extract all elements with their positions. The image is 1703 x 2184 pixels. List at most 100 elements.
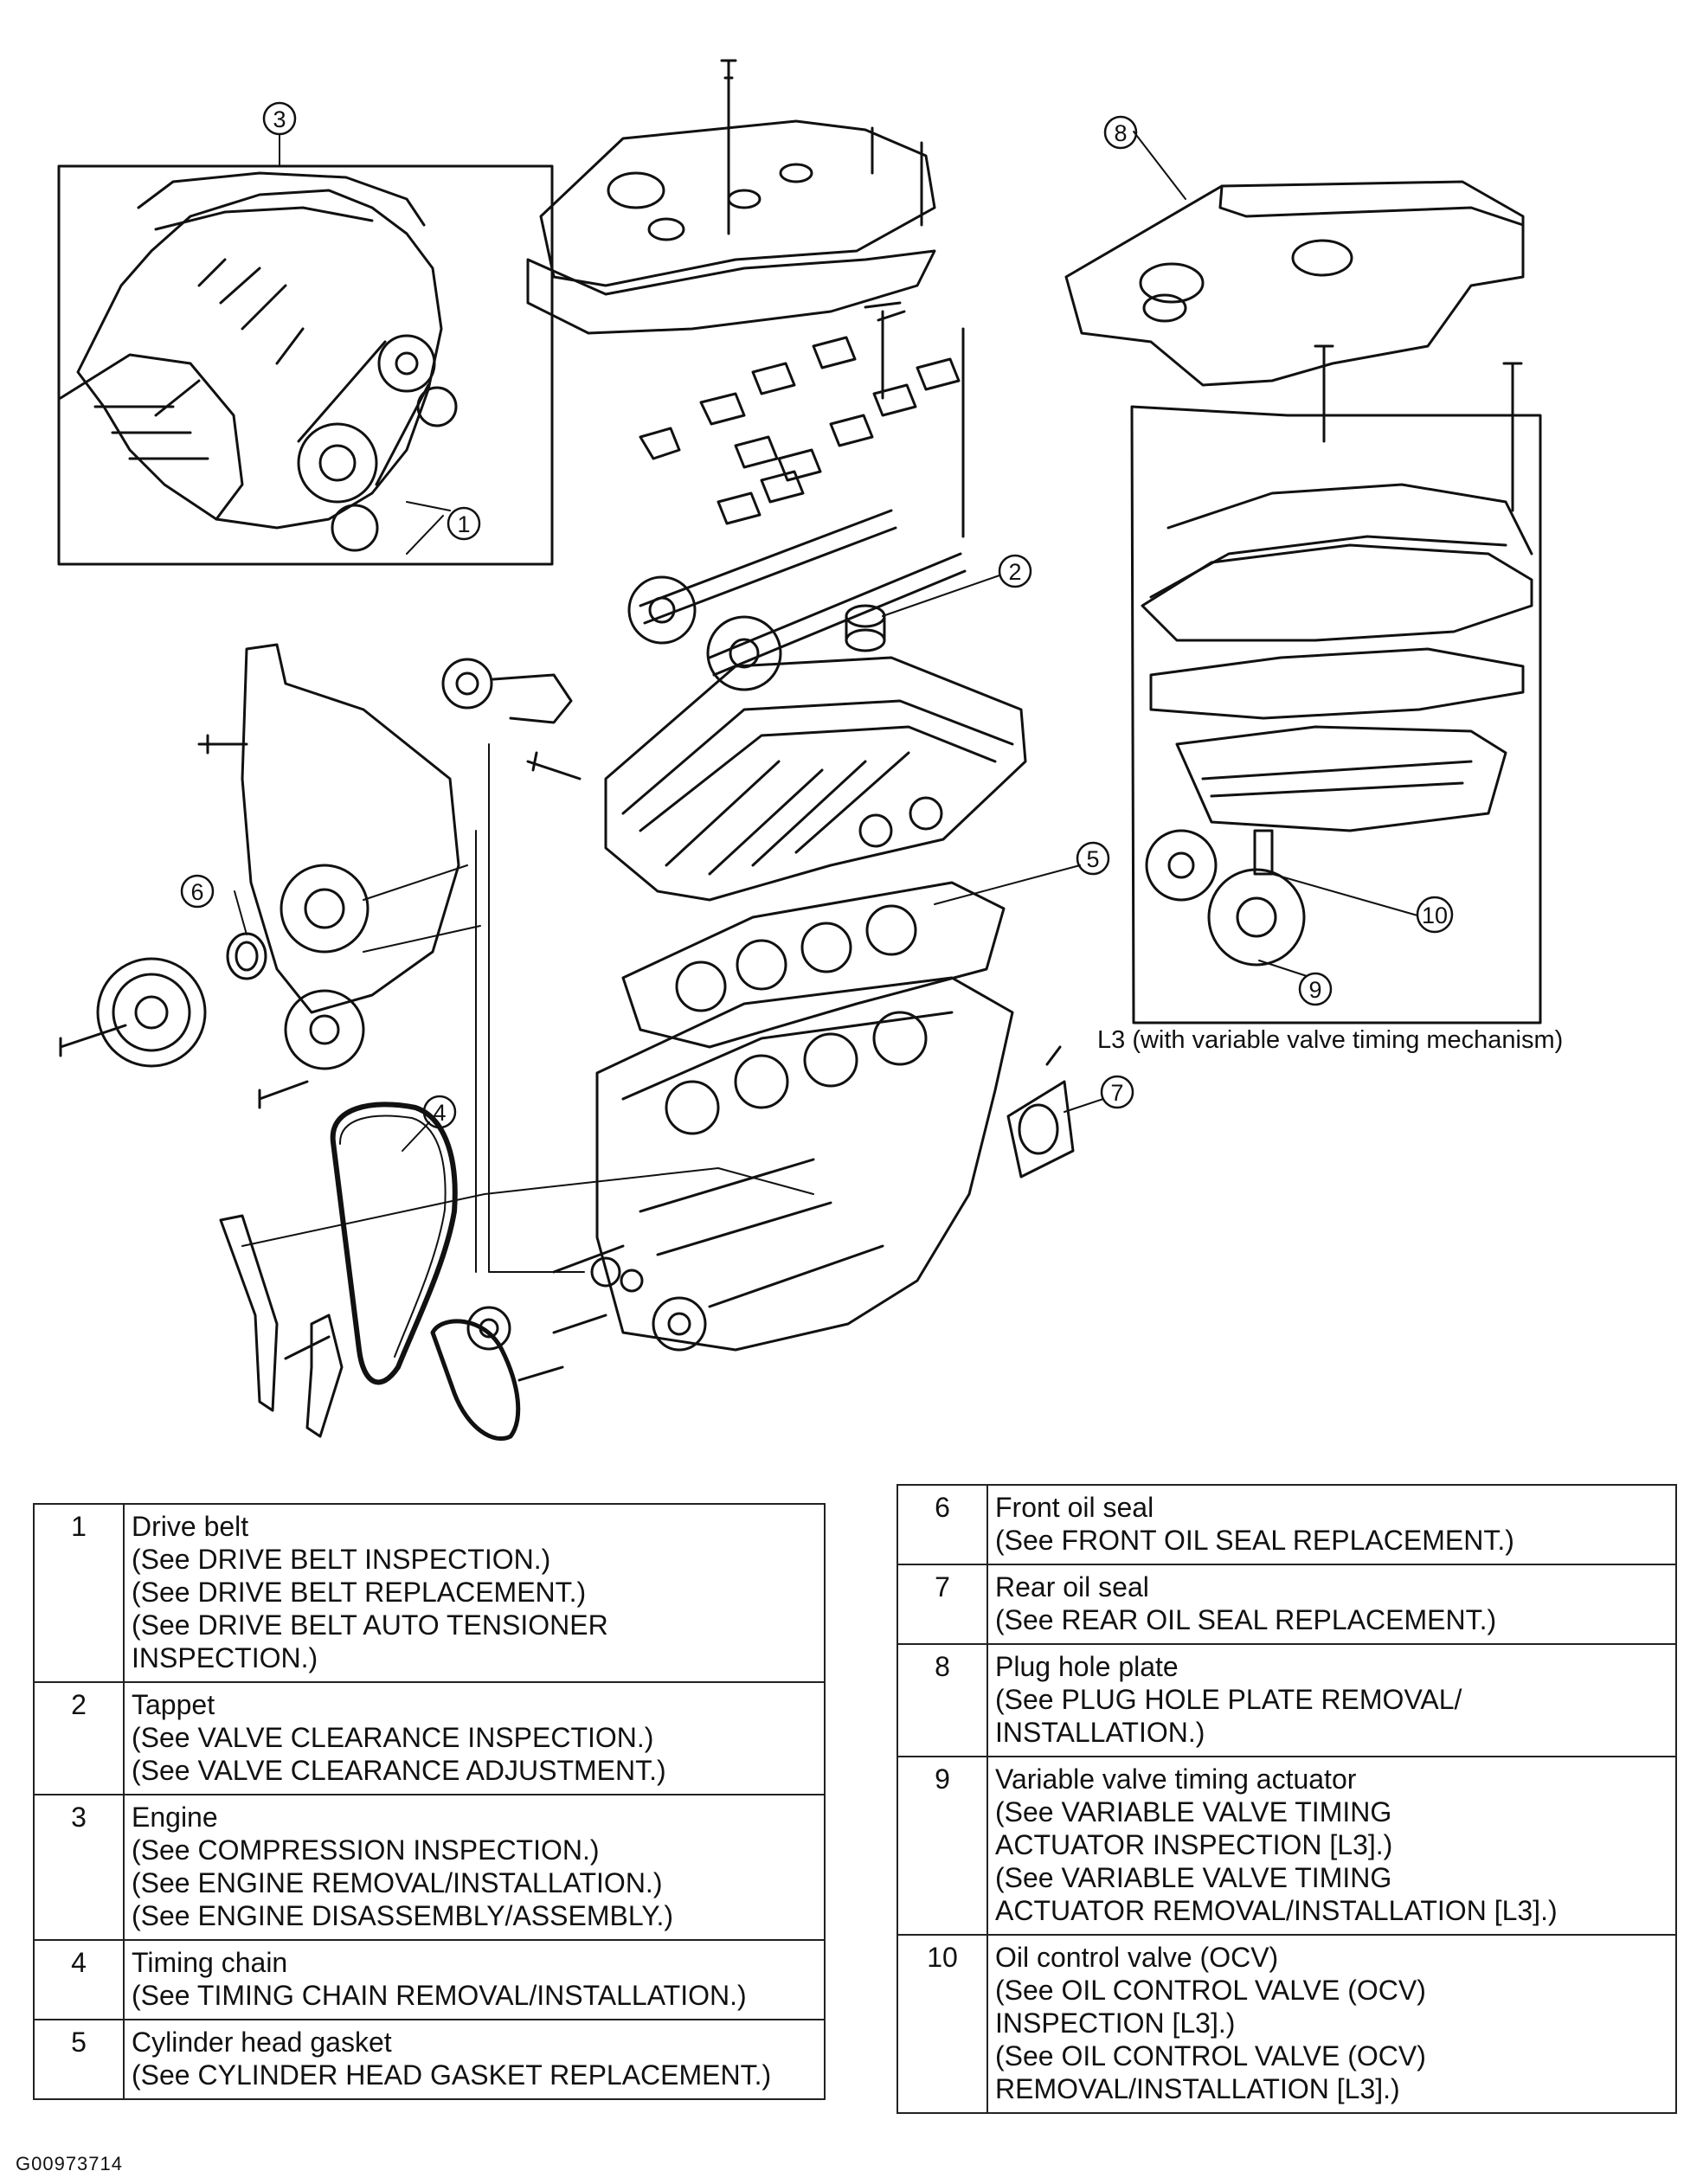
reference-text: (See DRIVE BELT AUTO TENSIONER [132,1609,608,1641]
part-number: 10 [896,1934,988,2114]
cylinder-head-cover [526,59,936,335]
svg-text:9: 9 [1308,977,1321,1003]
part-number: 5 [33,2019,125,2100]
plug-hole-plate [1064,180,1525,387]
part-number: 3 [33,1794,125,1941]
part-name: Oil control valve (OCV) [995,1942,1279,1973]
reference-text: (See VARIABLE VALVE TIMING [995,1796,1392,1827]
reference-text: (See ENGINE DISASSEMBLY/ASSEMBLY.) [132,1900,673,1931]
callout-6: 6 [180,874,215,909]
svg-text:4: 4 [433,1100,446,1126]
reference-text: REMOVAL/INSTALLATION [L3].) [995,2073,1400,2104]
part-name: Plug hole plate [995,1651,1179,1682]
part-number: 7 [896,1564,988,1645]
part-name: Engine [132,1802,218,1833]
callout-10: 10 [1416,896,1454,934]
part-number: 2 [33,1681,125,1795]
reference-text: ACTUATOR INSPECTION [L3].) [995,1829,1393,1860]
leader-lines [234,131,1418,1273]
sprockets [466,1244,707,1382]
svg-text:5: 5 [1086,846,1099,872]
part-description: Variable valve timing actuator(See VARIA… [986,1756,1677,1936]
reference-text: (See VALVE CLEARANCE INSPECTION.) [132,1722,654,1753]
callout-4: 4 [422,1095,457,1129]
callout-3: 3 [262,101,297,136]
svg-text:1: 1 [457,511,470,537]
reference-text: INSTALLATION.) [995,1717,1205,1748]
part-name: Front oil seal [995,1492,1154,1523]
part-name: Tappet [132,1689,215,1720]
callout-1: 1 [447,506,481,541]
part-description: Drive belt(See DRIVE BELT INSPECTION.)(S… [123,1503,826,1683]
callout-2: 2 [998,554,1032,588]
part-description: Timing chain(See TIMING CHAIN REMOVAL/IN… [123,1939,826,2020]
svg-text:8: 8 [1114,120,1127,146]
cylinder-head [604,656,1027,902]
chain-guides [219,1214,344,1438]
figure-id: G00973714 [16,2153,123,2174]
part-description: Rear oil seal(See REAR OIL SEAL REPLACEM… [986,1564,1677,1645]
part-name: Variable valve timing actuator [995,1763,1357,1795]
l3-inset-caption: L3 (with variable valve timing mechanism… [1097,1026,1564,1054]
engine-assembly-inset [57,164,554,566]
cylinder-block [595,976,1014,1352]
callout-7: 7 [1100,1075,1134,1109]
rear-oil-seal [1006,1045,1075,1179]
reference-text: (See PLUG HOLE PLATE REMOVAL/ [995,1684,1462,1715]
cylinder-head-gasket [621,881,1006,1049]
reference-text: (See DRIVE BELT REPLACEMENT.) [132,1577,587,1608]
reference-text: (See CYLINDER HEAD GASKET REPLACEMENT.) [132,2059,772,2091]
reference-text: (See COMPRESSION INSPECTION.) [132,1834,600,1866]
camshafts [627,509,967,691]
part-number: 6 [896,1484,988,1565]
part-description: Tappet(See VALVE CLEARANCE INSPECTION.)(… [123,1681,826,1795]
reference-text: (See OIL CONTROL VALVE (OCV) [995,1975,1426,2006]
reference-text: (See ENGINE REMOVAL/INSTALLATION.) [132,1867,663,1898]
part-name: Cylinder head gasket [132,2027,392,2058]
reference-text: (See OIL CONTROL VALVE (OCV) [995,2040,1426,2072]
l3-vvt-inset [1130,344,1542,1025]
callout-9: 9 [1298,972,1333,1006]
reference-text: INSPECTION.) [132,1642,318,1673]
exploded-engine-diagram: 1 2 3 4 5 6 7 8 9 10 [57,59,1542,1442]
reference-text: (See REAR OIL SEAL REPLACEMENT.) [995,1604,1497,1635]
engine-front-cover [197,643,460,1014]
reference-text: (See VALVE CLEARANCE ADJUSTMENT.) [132,1755,666,1786]
reference-text: ACTUATOR REMOVAL/INSTALLATION [L3].) [995,1895,1558,1926]
reference-text: (See DRIVE BELT INSPECTION.) [132,1544,551,1575]
part-description: Engine(See COMPRESSION INSPECTION.)(See … [123,1794,826,1941]
auto-tensioner [441,658,582,780]
timing-chain [330,1102,521,1442]
callout-5: 5 [1076,841,1110,876]
camshaft-caps [639,301,965,538]
part-description: Plug hole plate(See PLUG HOLE PLATE REMO… [986,1643,1677,1757]
part-name: Rear oil seal [995,1571,1149,1603]
part-name: Drive belt [132,1511,249,1542]
part-number: 1 [33,1503,125,1683]
svg-text:3: 3 [273,106,286,132]
part-name: Timing chain [132,1947,288,1978]
svg-text:6: 6 [190,879,203,905]
reference-text: (See FRONT OIL SEAL REPLACEMENT.) [995,1525,1514,1556]
reference-text: (See TIMING CHAIN REMOVAL/INSTALLATION.) [132,1980,747,2011]
reference-text: (See VARIABLE VALVE TIMING [995,1862,1392,1893]
part-description: Oil control valve (OCV)(See OIL CONTROL … [986,1934,1677,2114]
svg-text:2: 2 [1008,559,1021,585]
part-number: 9 [896,1756,988,1936]
callout-8: 8 [1103,115,1138,150]
reference-text: INSPECTION [L3].) [995,2007,1236,2039]
svg-text:7: 7 [1110,1080,1123,1106]
idler-pulley [258,989,365,1109]
